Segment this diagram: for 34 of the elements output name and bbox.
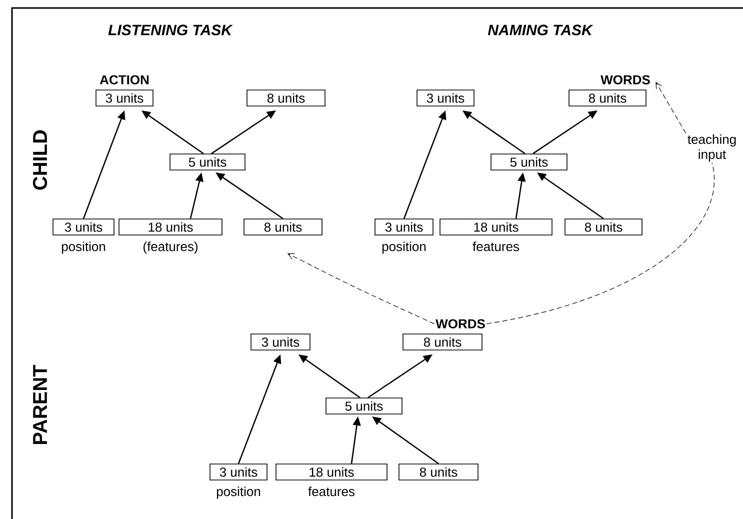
layer-heading: ACTION — [100, 75, 149, 84]
unit-box: 3 units — [374, 218, 434, 236]
unit-box: 3 units — [416, 90, 474, 106]
unit-caption: features — [472, 242, 520, 252]
unit-caption: position — [382, 242, 426, 254]
task-heading: LISTENING TASK — [108, 24, 233, 36]
unit-caption: position — [216, 486, 260, 499]
group-label: CHILD — [32, 130, 48, 190]
unit-box: 3 units — [96, 90, 154, 106]
unit-box: 3 units — [250, 334, 310, 350]
dashed-arrow — [656, 82, 686, 134]
unit-box: 5 units — [170, 154, 246, 170]
unit-box: 5 units — [490, 154, 568, 170]
unit-caption: (features) — [144, 242, 198, 254]
unit-box: 3 units — [52, 218, 114, 236]
task-heading: NAMING TASK — [488, 24, 594, 36]
layer-heading: WORDS — [436, 319, 485, 328]
unit-box: 8 units — [568, 90, 646, 106]
unit-box: 8 units — [246, 90, 326, 106]
layer-heading: WORDS — [600, 75, 650, 84]
unit-caption: position — [62, 242, 106, 254]
unit-box: 8 units — [564, 218, 642, 236]
dashed-arrow — [287, 253, 435, 324]
unit-box: 8 units — [402, 334, 482, 350]
unit-box: 3 units — [210, 464, 268, 480]
unit-box: 8 units — [398, 464, 478, 480]
unit-box: 18 units — [276, 464, 388, 480]
note-text: teaching input — [688, 134, 736, 162]
unit-box: 18 units — [440, 218, 552, 236]
unit-box: 18 units — [118, 218, 222, 236]
unit-box: 5 units — [326, 398, 402, 414]
unit-caption: features — [308, 486, 355, 496]
unit-box: 8 units — [244, 218, 322, 236]
group-label: PARENT — [33, 364, 47, 444]
